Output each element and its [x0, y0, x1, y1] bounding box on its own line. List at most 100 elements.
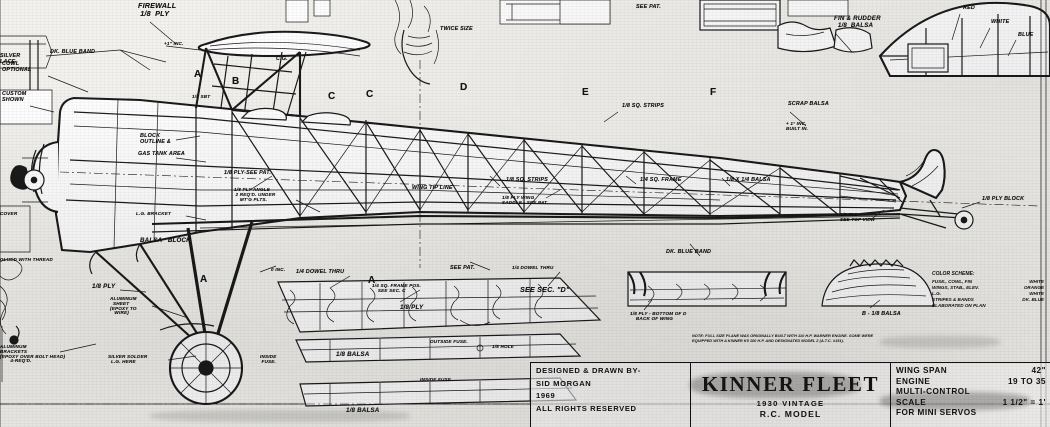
fuselage-side-view — [10, 47, 946, 254]
credit-line-1: DESIGNED & DRAWN BY- — [536, 366, 641, 375]
callout-glued-thread: GLUED WITH THREAD — [0, 257, 53, 262]
color-scheme-color: WHITE — [1029, 278, 1044, 284]
callout-fin-rudder: FIN & RUDDER 1/8 BALSA — [834, 15, 881, 29]
model-vintage: 1930 VINTAGE — [756, 399, 825, 408]
callout-see-pat-top: SEE PAT. — [636, 4, 661, 10]
color-scheme-color: WHITE — [1029, 290, 1044, 296]
station-letter-c-2: C — [328, 91, 336, 102]
callout-dk-blue-band-r: DK. BLUE BAND — [666, 249, 712, 255]
scrap-balsa-detail — [777, 21, 873, 53]
color-scheme-color: DK. BLUE — [1022, 296, 1044, 302]
color-scheme-row: FUSE., COWL, FIN WHITE — [932, 279, 1044, 284]
callout-white: WHITE — [991, 19, 1010, 25]
credit-line-2: SID MORGAN — [536, 378, 592, 388]
callout-sq-frame-pos: 1/4 SQ. FRAME POS. SEE SEC. C — [372, 283, 422, 293]
page-title: KINNER FLEET — [701, 372, 880, 396]
spec-row: MULTI-CONTROL — [896, 387, 971, 397]
section-d-detail — [627, 271, 787, 307]
callout-wing-tip-line: WING TIP LINE — [412, 185, 453, 191]
credit-line-4: ALL RIGHTS RESERVED — [536, 403, 637, 413]
station-letter-d-4: D — [460, 82, 468, 93]
callout-ply-angle: 1/8 PLY ANGLE 2 REQ'D. UNDER MT'G PLTS. — [234, 187, 276, 202]
callout-hole: 1/8 HOLE — [492, 344, 515, 349]
callout-ply-see-pat: 1/8 PLY-SEE PAT. — [224, 170, 272, 176]
spec-row: ENGINE 19 TO 35 — [896, 377, 1046, 386]
callout-see-pat-mid: SEE PAT. — [450, 265, 475, 271]
color-scheme-part: STRIPES & BANDS — [932, 296, 974, 302]
callout-alum-brackets: ALUMINUM BRACKETS (EPOXY OVER BOLT HEAD)… — [0, 344, 66, 364]
title-block-credit: DESIGNED & DRAWN BY- SID MORGAN 1969 ALL… — [531, 363, 691, 427]
spec-value: 42" — [1031, 366, 1046, 375]
callout-firewall: FIREWALL 1/8 PLY — [138, 1, 177, 18]
callout-silver-solder: SILVER SOLDER L.G. HERE — [108, 354, 148, 364]
callout-dowel-thru-1: 1/4 DOWEL THRU — [296, 269, 345, 275]
tail-structure — [839, 175, 974, 230]
callout-lg-bracket: L.G. BRACKET — [136, 211, 172, 216]
spec-value: 19 TO 35 — [1008, 376, 1046, 386]
station-letter-f-6: F — [710, 87, 717, 98]
station-letter-c-3: C — [366, 89, 374, 100]
credit-line-3: 1969 — [536, 391, 556, 400]
callout-balsa-block: BALSA BLOCK — [140, 237, 191, 244]
color-scheme-part: ELABORATED ON PLAN — [932, 302, 986, 308]
callout-outside-fuse: OUTSIDE FUSE. — [430, 339, 468, 344]
callout-scrap-balsa: SCRAP BALSA — [788, 101, 829, 107]
callout-silver-lace: SILVER LACE — [0, 53, 21, 65]
callout-sq-frame-r: 1/4 SQ. FRAME — [640, 177, 682, 183]
callout-ply-center: 1/8 PLY — [400, 304, 424, 311]
callout-see-sec-d: SEE SEC. "D" — [520, 285, 570, 294]
station-letter-a-0: A — [194, 69, 202, 80]
callout-alum-sheet: ALUMINUM SHEET (EPOXY TO WIRE) — [110, 296, 137, 316]
callout-balsa-r: 1/8 X 1/4 BALSA — [726, 177, 771, 183]
top-detail-patterns — [285, 0, 849, 85]
upper-wing-planform — [197, 30, 371, 133]
spec-row: FOR MINI SERVOS — [896, 408, 977, 418]
callout-balsa-c1: 1/8 BALSA — [336, 351, 370, 358]
color-scheme-row: WINGS, STAB., ELEV. ORANGE — [932, 285, 1044, 290]
title-block: DESIGNED & DRAWN BY- SID MORGAN 1969 ALL… — [530, 362, 1050, 427]
callout-inside-fuse-1: INSIDE FUSE. — [260, 354, 277, 364]
callout-b-balsa: B - 1/8 BALSA — [862, 311, 901, 317]
callout-balsa-c2: 1/8 BALSA — [346, 407, 380, 414]
callout-quarter-inc: 0 INC. — [271, 267, 286, 272]
callout-ply-see-top: 1/8 PLY SEE TOP VIEW — [840, 212, 876, 222]
callout-red: RED — [963, 5, 975, 11]
color-scheme-row: ELABORATED ON PLAN — [932, 303, 1044, 308]
spec-row: WING SPAN 42" — [896, 366, 1046, 375]
callout-custom-shown: CUSTOM SHOWN — [2, 91, 27, 103]
station-letter-a-7: A — [200, 274, 208, 285]
callout-cg: C.G. — [276, 56, 288, 62]
callout-ply-bottom-d: 1/8 PLY - BOTTOM OF D BACK OF WING — [630, 311, 687, 321]
station-letter-e-5: E — [582, 87, 589, 98]
callout-cover: COVER — [0, 211, 18, 216]
callout-inc-built-in: + 1° INC. BUILT IN. — [786, 121, 809, 131]
callout-ply-block: 1/8 PLY BLOCK — [982, 196, 1025, 202]
callout-sbt: 1/8 SBT — [192, 94, 211, 99]
lower-wing-and-stab — [151, 212, 901, 233]
callout-block-outline: BLOCK OUTLINE & — [140, 133, 171, 145]
model-type: R.C. MODEL — [759, 409, 822, 419]
wing-panel-detail — [277, 277, 602, 407]
callout-dk-blue-band-l: DK. BLUE BAND — [50, 49, 96, 55]
color-scheme-color: ORANGE — [1023, 284, 1044, 290]
callout-blue: BLUE — [1018, 32, 1034, 38]
callout-one-inc: +1" INC. — [164, 41, 184, 46]
callout-twice-size: TWICE SIZE — [440, 26, 473, 32]
color-scheme-row: L.G. WHITE — [932, 291, 1044, 296]
color-scheme-row: STRIPES & BANDS DK. BLUE — [932, 297, 1044, 302]
title-block-model-name: KINNER FLEET 1930 VINTAGE R.C. MODEL — [691, 363, 891, 427]
color-scheme-part: L.G. — [932, 290, 941, 296]
spec-label: WING SPAN — [896, 366, 948, 375]
leader-lines — [29, 13, 1017, 361]
color-scheme-part: WINGS, STAB., ELEV. — [932, 284, 979, 290]
callout-gas-tank-area: GAS TANK AREA — [138, 151, 185, 157]
callout-ply-wing-saddle: 1/8 PLY WING SADDLE - SEE PAT. — [502, 195, 549, 205]
rudder-top-right — [878, 1, 1050, 78]
color-scheme-title: COLOR SCHEME: — [932, 271, 975, 277]
spec-label: SCALE — [896, 397, 927, 407]
callout-dowel-thru-2: 1/4 DOWEL THRU — [512, 265, 554, 270]
station-letter-b-1: B — [232, 76, 240, 87]
engine-note: NOTE: FULL SIZE PLANE WAS ORIGINALLY BUI… — [692, 333, 874, 344]
